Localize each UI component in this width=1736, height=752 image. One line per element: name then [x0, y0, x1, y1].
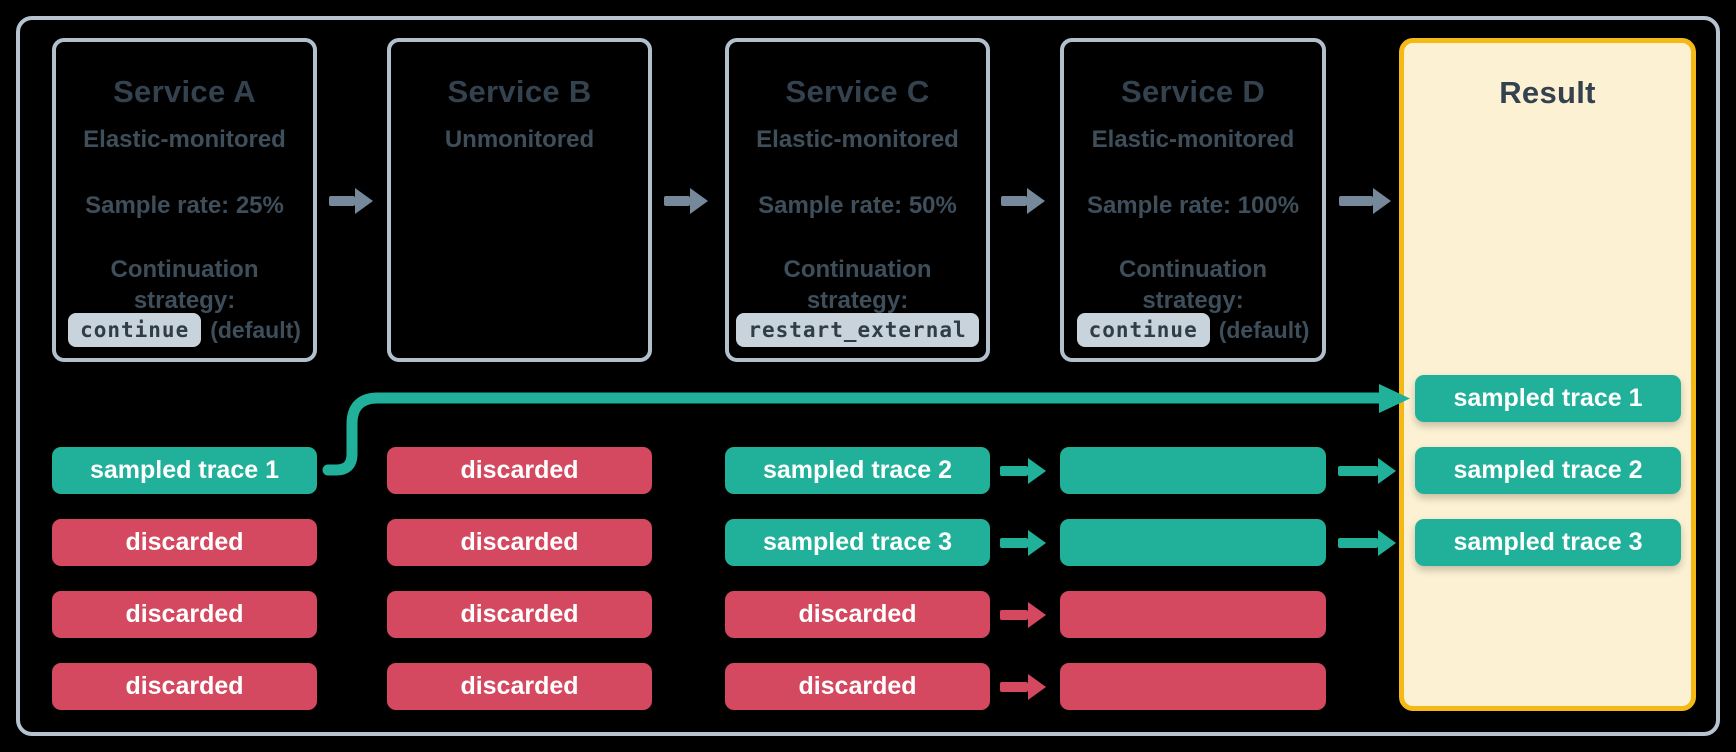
arrow-icon-b-to-c [664, 196, 690, 206]
service-a-monitoring: Elastic-monitored [83, 126, 286, 153]
service-a-strategy-suffix: (default) [210, 316, 301, 343]
arrow-icon-c2-to-d [1000, 538, 1028, 548]
service-c-title: Service C [785, 74, 930, 109]
service-d-title: Service D [1120, 74, 1266, 109]
trace-pill-c1: sampled trace 2 [725, 447, 990, 494]
trace-pill-b4: discarded [387, 663, 652, 710]
trace-pill-c3: discarded [725, 591, 990, 638]
arrow-icon-c4-to-d [1000, 682, 1028, 692]
service-a-strategy-row: continue (default) [56, 313, 313, 347]
service-c-strategy-chip: restart_external [736, 313, 979, 347]
result-pill-trace2: sampled trace 2 [1415, 447, 1681, 494]
result-pill-trace3: sampled trace 3 [1415, 519, 1681, 566]
trace-pill-c4: discarded [725, 663, 990, 710]
trace-pill-d3-empty [1060, 591, 1326, 638]
service-d-sample-rate: Sample rate: 100% [1086, 192, 1300, 219]
service-d-monitoring: Elastic-monitored [1091, 126, 1295, 153]
arrow-icon-d1-to-result [1338, 466, 1378, 476]
service-a-title: Service A [113, 74, 256, 109]
service-b-monitoring: Unmonitored [444, 126, 595, 153]
arrow-icon-d-to-result [1339, 196, 1373, 206]
service-b-title: Service B [447, 74, 592, 109]
service-d-strategy-row: continue (default) [1064, 313, 1322, 347]
service-c-continuation-label: Continuation strategy: [783, 256, 932, 314]
service-a-sample-rate: Sample rate: 25% [85, 192, 284, 219]
trace-pill-b3: discarded [387, 591, 652, 638]
trace-pill-a1: sampled trace 1 [52, 447, 317, 494]
service-c-box: Service C Elastic-monitored Sample rate:… [725, 38, 990, 362]
arrow-icon-c3-to-d [1000, 610, 1028, 620]
arrow-icon-c1-to-d [1000, 466, 1028, 476]
arrow-icon-d2-to-result [1338, 538, 1378, 548]
result-pill-trace1: sampled trace 1 [1415, 375, 1681, 422]
result-title: Result [1499, 75, 1596, 110]
service-c-strategy-row: restart_external [729, 313, 986, 347]
service-d-box: Service D Elastic-monitored Sample rate:… [1060, 38, 1326, 362]
service-c-sample-rate: Sample rate: 50% [758, 192, 957, 219]
service-a-strategy-chip: continue [68, 313, 202, 347]
trace-pill-a4: discarded [52, 663, 317, 710]
arrow-icon-a-to-b [329, 196, 355, 206]
service-a-continuation-label: Continuation strategy: [110, 256, 259, 314]
service-c-monitoring: Elastic-monitored [756, 126, 959, 153]
trace-pill-c2: sampled trace 3 [725, 519, 990, 566]
trace-pill-b2: discarded [387, 519, 652, 566]
trace-pill-d2-empty [1060, 519, 1326, 566]
arrow-icon-c-to-d [1001, 196, 1027, 206]
trace-pill-d1-empty [1060, 447, 1326, 494]
service-a-box: Service A Elastic-monitored Sample rate:… [52, 38, 317, 362]
service-d-strategy-suffix: (default) [1218, 316, 1310, 343]
trace-pill-b1: discarded [387, 447, 652, 494]
trace-pill-a3: discarded [52, 591, 317, 638]
result-box: Result [1399, 38, 1696, 711]
service-b-box: Service B Unmonitored [387, 38, 652, 362]
trace-pill-a2: discarded [52, 519, 317, 566]
trace-pill-d4-empty [1060, 663, 1326, 710]
diagram-outer-frame [16, 16, 1720, 736]
service-d-strategy-chip: continue [1076, 313, 1210, 347]
service-d-continuation-label: Continuation strategy: [1119, 256, 1267, 314]
